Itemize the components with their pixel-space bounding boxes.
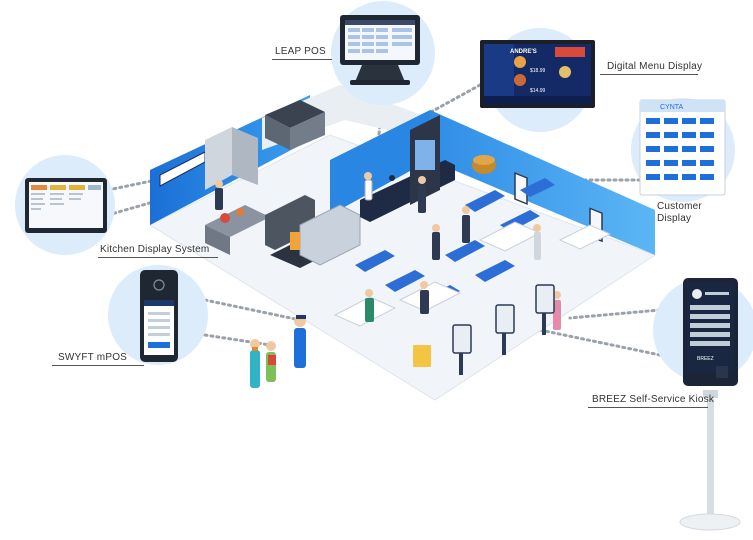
partition-wall	[330, 110, 430, 215]
leap-pos-terminal	[340, 15, 420, 85]
menu-screen-title: ANDRE'S	[510, 49, 537, 55]
people	[215, 172, 561, 388]
label-breez-kiosk: BREEZ Self-Service Kiosk	[592, 394, 715, 405]
underline-swyft-mpos	[52, 365, 144, 366]
menu-screen-price-1: $18.99	[530, 68, 546, 74]
connector-kiosk-1	[568, 308, 662, 320]
connector-kiosk-2	[538, 328, 662, 357]
label-swyft-mpos: SWYFT mPOS	[58, 352, 128, 363]
underline-breez-kiosk	[588, 407, 708, 408]
label-digital-menu: Digital Menu Display	[607, 61, 703, 72]
digital-menu-display: ANDRE'S $18.99 $14.99	[480, 40, 595, 108]
connector-mpos-1	[203, 298, 302, 322]
connector-mpos-2	[203, 333, 272, 347]
kitchen-equipment	[205, 100, 361, 268]
underline-leap-pos	[272, 59, 332, 60]
label-kitchen-display: Kitchen Display System	[100, 244, 210, 255]
underline-digital-menu	[600, 74, 698, 75]
label-leap-pos: LEAP POS	[275, 46, 326, 57]
customer-screen-brand: CYNTA	[660, 104, 684, 111]
menu-screen-price-2: $14.99	[530, 88, 546, 94]
label-customer-display-line2: Display	[657, 213, 692, 224]
swyft-mpos-device	[140, 270, 178, 362]
breez-kiosk-device: BREEZ	[679, 278, 741, 531]
customer-display-device: CYNTA	[639, 99, 726, 196]
dining-kiosks	[413, 284, 555, 375]
customer-family	[250, 315, 306, 388]
kitchen-display-tablet	[25, 178, 107, 233]
label-customer-display-line1: Customer	[657, 201, 702, 212]
order-counter	[360, 115, 455, 222]
underline-kitchen-display	[98, 257, 218, 258]
kiosk-screen-brand: BREEZ	[697, 356, 714, 362]
